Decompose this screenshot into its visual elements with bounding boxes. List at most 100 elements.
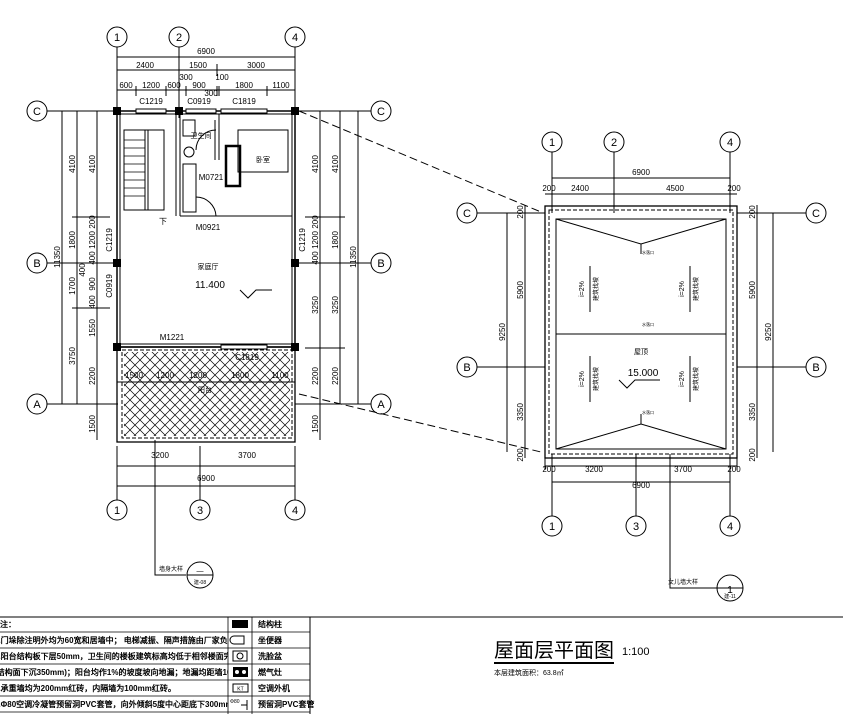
svg-text:3250: 3250 xyxy=(311,296,320,314)
svg-text:600: 600 xyxy=(167,81,181,90)
roof-outline xyxy=(544,205,738,459)
axis-bubble-bottom-4 xyxy=(284,499,306,521)
legend-label: 结构柱 xyxy=(258,620,282,629)
svg-text:1100: 1100 xyxy=(271,371,289,380)
svg-text:1550: 1550 xyxy=(88,319,97,337)
svg-text:200: 200 xyxy=(727,465,741,474)
floor-area: 本层建筑面积：63.8㎡ xyxy=(494,670,564,677)
svg-text:2200: 2200 xyxy=(331,367,340,385)
legend-label: 洗脸盆 xyxy=(258,652,282,661)
svg-text:1: 1 xyxy=(549,137,555,149)
svg-text:400: 400 xyxy=(78,263,87,277)
svg-text:A: A xyxy=(33,399,41,411)
axis-bubble-rtop-2 xyxy=(603,131,625,213)
svg-text:B: B xyxy=(377,258,384,270)
svg-text:i=2%: i=2% xyxy=(679,371,686,387)
svg-text:1700: 1700 xyxy=(68,277,77,295)
axis-bubble-bottom-1 xyxy=(106,499,128,521)
svg-text:4100: 4100 xyxy=(88,155,97,173)
axis-bubble-rright-C xyxy=(737,202,827,224)
balcony-hatch xyxy=(124,352,290,436)
axis-bubble-rleft-C xyxy=(456,202,545,224)
axis-bubble-rbot-1 xyxy=(541,515,563,537)
svg-text:400: 400 xyxy=(88,251,97,265)
svg-text:屋顶: 屋顶 xyxy=(634,348,648,356)
svg-text:1500: 1500 xyxy=(88,415,97,433)
svg-text:5900: 5900 xyxy=(516,281,525,299)
svg-text:i=2%: i=2% xyxy=(679,281,686,297)
axis-bubble-rtop-4 xyxy=(719,131,741,213)
svg-text:5900: 5900 xyxy=(748,281,757,299)
axis-bubble-rtop-1 xyxy=(541,131,563,213)
note-line: 4.Φ80空调冷凝管预留洞PVC套管，向外倾斜5度中心距底下300mm； xyxy=(0,700,228,709)
svg-text:3350: 3350 xyxy=(516,403,525,421)
legend-label: 空调外机 xyxy=(258,684,290,693)
axis-bubble-left-A xyxy=(26,393,118,415)
svg-text:1500: 1500 xyxy=(125,371,143,380)
svg-text:1500: 1500 xyxy=(189,61,207,70)
svg-text:C: C xyxy=(377,106,385,118)
svg-text:3350: 3350 xyxy=(748,403,757,421)
svg-text:i=2%: i=2% xyxy=(579,281,586,297)
svg-text:200: 200 xyxy=(748,448,757,462)
svg-text:C1819: C1819 xyxy=(235,353,259,362)
svg-text:200: 200 xyxy=(311,215,320,229)
svg-text:4: 4 xyxy=(292,32,298,44)
svg-text:4: 4 xyxy=(727,137,733,149)
svg-text:400: 400 xyxy=(88,295,97,309)
svg-text:300: 300 xyxy=(204,89,218,98)
note-line: 2.阳台结构板下层50mm，卫生间的楼板建筑标高均低于相邻楼面完成面30 xyxy=(0,652,228,661)
legend-label: 坐便器 xyxy=(258,636,282,645)
note-line: 1.门垛除注明外均为60宽和居墙中； 电梯减振、隔声措施由厂家负责施工安装； xyxy=(0,636,228,645)
axis-bubble-top-1 xyxy=(106,26,128,118)
svg-text:C: C xyxy=(812,208,820,220)
svg-text:200: 200 xyxy=(542,184,556,193)
svg-text:卧室: 卧室 xyxy=(256,155,270,164)
svg-text:阳台: 阳台 xyxy=(198,385,212,394)
axis-bubble-rbot-4 xyxy=(719,515,741,537)
svg-text:B: B xyxy=(812,362,819,374)
svg-text:1: 1 xyxy=(727,585,733,596)
svg-text:3200: 3200 xyxy=(151,451,169,460)
svg-text:1: 1 xyxy=(114,32,120,44)
svg-text:4500: 4500 xyxy=(666,184,684,193)
svg-text:建-08: 建-08 xyxy=(194,579,206,586)
svg-text:200: 200 xyxy=(727,184,741,193)
axis-bubble-rleft-B xyxy=(456,356,545,378)
svg-text:C: C xyxy=(33,106,41,118)
pvc-sleeve-icon: Φ80 xyxy=(230,699,248,710)
axis-bubble-top-2 xyxy=(168,26,190,118)
svg-text:建-11: 建-11 xyxy=(724,593,736,600)
svg-text:建筑找坡: 建筑找坡 xyxy=(692,277,700,301)
svg-text:i=2%: i=2% xyxy=(579,371,586,387)
svg-text:11350: 11350 xyxy=(349,246,358,268)
svg-text:C0919: C0919 xyxy=(187,97,211,106)
svg-text:—: — xyxy=(197,568,204,575)
svg-text:6900: 6900 xyxy=(632,481,650,490)
svg-text:6900: 6900 xyxy=(632,168,650,177)
svg-text:900: 900 xyxy=(192,81,206,90)
axis-bubble-rbot-3 xyxy=(625,515,647,537)
svg-text:1: 1 xyxy=(549,521,555,533)
note-line: (结构面下沉350mm)；阳台均作1%的坡度坡向地漏；地漏均距墙100。 xyxy=(0,668,228,677)
svg-text:卫生间: 卫生间 xyxy=(191,131,212,140)
gas-stove-icon xyxy=(233,667,248,677)
svg-text:下: 下 xyxy=(159,217,167,226)
svg-text:KT: KT xyxy=(237,687,243,693)
svg-text:3700: 3700 xyxy=(238,451,256,460)
svg-text:1200: 1200 xyxy=(88,231,97,249)
svg-text:3000: 3000 xyxy=(247,61,265,70)
svg-text:C1219: C1219 xyxy=(139,97,163,106)
svg-text:建筑找坡: 建筑找坡 xyxy=(592,277,600,301)
legend-label: 燃气灶 xyxy=(258,668,282,677)
svg-text:C: C xyxy=(463,208,471,220)
note-line: 3.承重墙均为200mm红砖，内隔墙为100mm红砖。 xyxy=(0,684,176,693)
svg-text:M0921: M0921 xyxy=(196,223,221,232)
svg-text:1200: 1200 xyxy=(142,81,160,90)
svg-text:6900: 6900 xyxy=(197,474,215,483)
svg-text:C1219: C1219 xyxy=(105,228,114,252)
svg-text:3750: 3750 xyxy=(68,347,77,365)
svg-text:9250: 9250 xyxy=(498,323,507,341)
